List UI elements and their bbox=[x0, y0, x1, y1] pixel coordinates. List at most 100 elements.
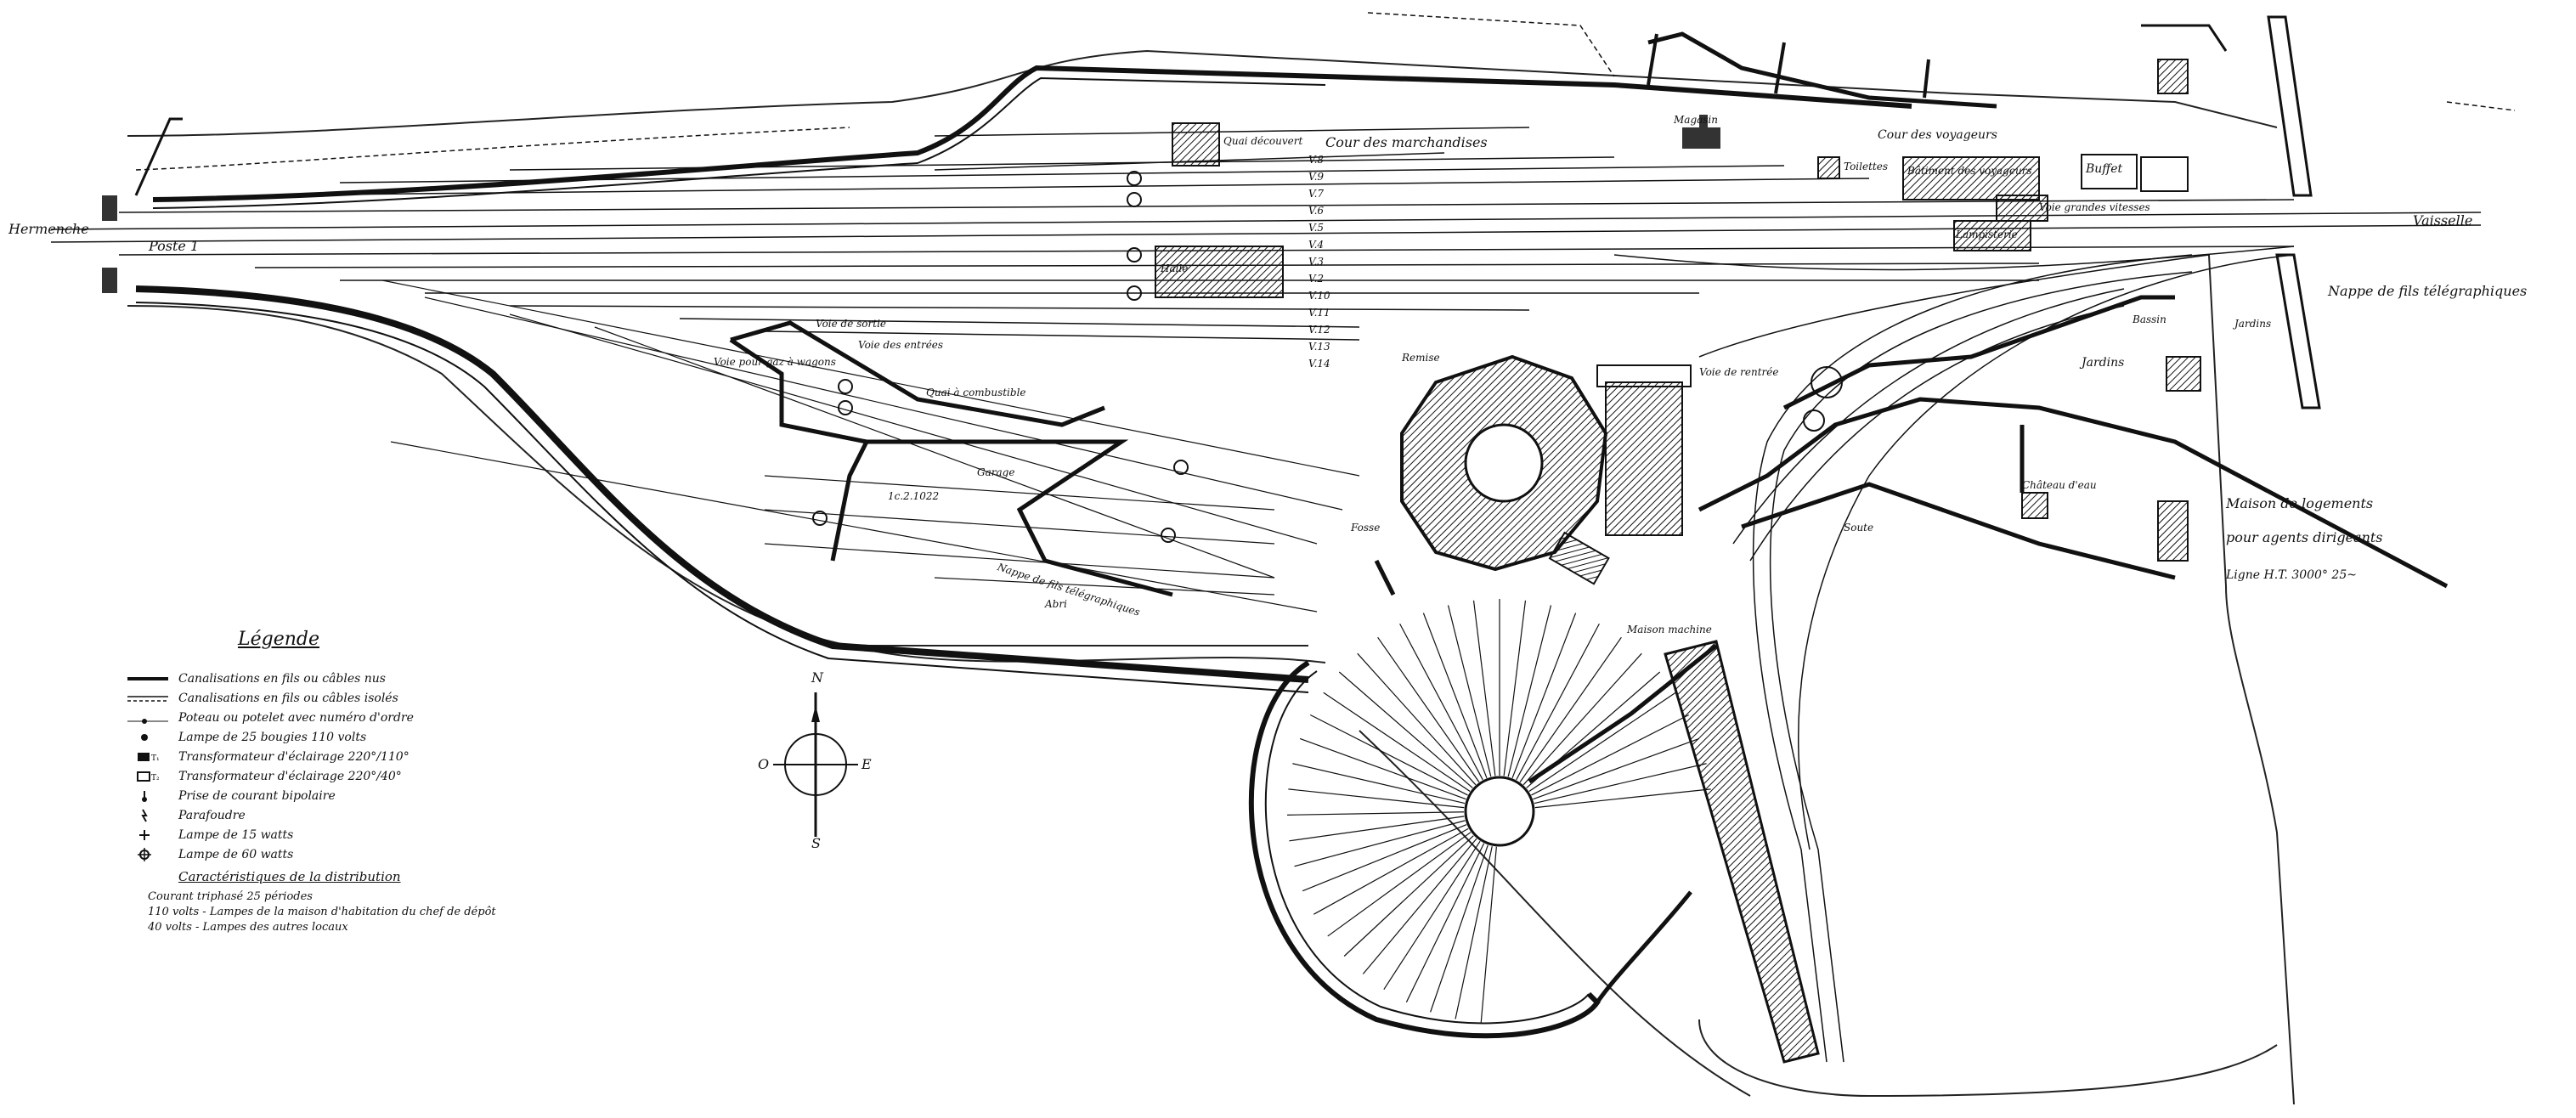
turntable-spoke bbox=[1507, 605, 1552, 777]
legend-row: Lampe de 60 watts bbox=[127, 844, 535, 864]
turntable-spoke bbox=[1338, 671, 1473, 788]
track-v7: V.7 bbox=[1308, 188, 1325, 200]
turntable-spoke bbox=[1531, 714, 1690, 796]
compass-south: S bbox=[811, 835, 821, 851]
goods-yard-label: Cour des marchandises bbox=[1325, 134, 1488, 150]
track-v6: V.6 bbox=[1308, 205, 1325, 217]
legend-text: Canalisations en fils ou câbles nus bbox=[178, 671, 386, 686]
legend-title: Légende bbox=[238, 629, 320, 650]
turntable-spoke bbox=[1357, 652, 1477, 786]
distribution-title: Caractéristiques de la distribution bbox=[178, 869, 401, 884]
upper-embankment bbox=[152, 65, 1912, 209]
quai-combustible-label: Quai à combustible bbox=[926, 387, 1026, 398]
sortie-label: Voie de sortie bbox=[816, 318, 887, 330]
turntable-spoke bbox=[1522, 652, 1642, 786]
lamp-25-icon bbox=[127, 729, 168, 746]
track-v5: V.5 bbox=[1308, 222, 1325, 234]
remise-label: Remise bbox=[1402, 352, 1440, 364]
turntable-spoke bbox=[1447, 605, 1492, 777]
legend-row: T₁ Transformateur d'éclairage 220°/110° bbox=[127, 747, 535, 766]
compass-north: N bbox=[811, 669, 823, 686]
legend-text: Poteau ou potelet avec numéro d'ordre bbox=[178, 710, 414, 725]
legend-row: Poteau ou potelet avec numéro d'ordre bbox=[127, 708, 535, 727]
fosse-label: Fosse bbox=[1351, 522, 1381, 534]
legend-row: Canalisations en fils ou câbles isolés bbox=[127, 688, 535, 708]
engine-roundhouse bbox=[1400, 354, 1692, 585]
turntable-spoke bbox=[1327, 832, 1472, 937]
distribution-note: 40 volts - Lampes des autres locaux bbox=[148, 921, 348, 934]
legend-text: Prise de courant bipolaire bbox=[178, 788, 336, 803]
legend-text: Lampe de 60 watts bbox=[178, 847, 294, 861]
turntable-spoke bbox=[1309, 714, 1468, 796]
turntable-spoke bbox=[1362, 838, 1477, 974]
poste-1: Poste 1 bbox=[149, 238, 200, 254]
svg-text:T₁: T₁ bbox=[151, 754, 160, 763]
legend: Légende Canalisations en fils ou câbles … bbox=[127, 629, 535, 935]
turntable-spoke bbox=[1472, 600, 1496, 776]
bare-cable-symbol bbox=[127, 670, 168, 687]
passenger-yard-label: Cour des voyageurs bbox=[1878, 128, 1997, 142]
power-lines bbox=[729, 31, 2449, 784]
lightning-arrester-icon bbox=[127, 807, 168, 824]
poles bbox=[812, 171, 1843, 543]
bassin-label: Bassin bbox=[2133, 313, 2166, 325]
turntable-lower bbox=[1248, 599, 1711, 1039]
track-v11: V.11 bbox=[1308, 307, 1330, 319]
garage-label: Garage bbox=[977, 466, 1015, 478]
right-curves bbox=[1613, 246, 2295, 1063]
compass-west: O bbox=[758, 756, 770, 772]
chateau-label: Château d'eau bbox=[2022, 479, 2097, 491]
turntable-spoke bbox=[1292, 763, 1466, 805]
turntable-spoke bbox=[1422, 613, 1488, 779]
legend-text: Transformateur d'éclairage 220°/110° bbox=[178, 749, 410, 764]
right-abutment bbox=[2141, 15, 2321, 409]
svg-text:T₂: T₂ bbox=[151, 774, 160, 782]
quai-label: Quai découvert bbox=[1223, 135, 1303, 147]
track-v9: V.9 bbox=[1308, 171, 1325, 183]
turntable-spoke bbox=[1533, 737, 1700, 800]
housing-label-2: pour agents dirigeants bbox=[2226, 529, 2383, 545]
track-v3: V.3 bbox=[1308, 256, 1325, 268]
turntable-spoke bbox=[1455, 845, 1493, 1019]
halle-label: Halle bbox=[1161, 263, 1189, 274]
legend-row: Lampe de 25 bougies 110 volts bbox=[127, 727, 535, 747]
legend-text: Parafoudre bbox=[178, 808, 246, 822]
voie-gaz-label: Voie pour gaz à wagons bbox=[714, 356, 836, 368]
legend-text: Transformateur d'éclairage 220°/40° bbox=[178, 769, 402, 783]
place-right-town: Vaisselle bbox=[2413, 212, 2473, 229]
turntable-spoke bbox=[1289, 816, 1465, 842]
pole-symbol bbox=[127, 709, 168, 726]
maison-machines-label: Maison machine bbox=[1627, 624, 1712, 635]
jardins-label: Jardins bbox=[2082, 356, 2125, 370]
legend-text: Lampe de 15 watts bbox=[178, 827, 294, 842]
turntable-spoke bbox=[1343, 835, 1474, 957]
turntable-spoke bbox=[1528, 692, 1676, 793]
transformer-110-icon: T₁ bbox=[127, 748, 168, 765]
distribution-note: 110 volts - Lampes de la maison d'habita… bbox=[148, 906, 496, 918]
magasin-label: Magasin bbox=[1674, 114, 1719, 126]
soute-label: Soute bbox=[1844, 522, 1874, 534]
lower-embankment bbox=[135, 285, 1309, 693]
sidings bbox=[381, 280, 1360, 613]
turntable-spoke bbox=[1287, 811, 1465, 816]
socket-icon bbox=[127, 788, 168, 805]
turntable-spoke bbox=[1534, 788, 1711, 809]
turntable-spoke bbox=[1299, 737, 1466, 800]
toilettes-label: Toilettes bbox=[1844, 161, 1888, 172]
compass-east: E bbox=[861, 756, 872, 772]
track-v13: V.13 bbox=[1308, 341, 1330, 353]
track-v10: V.10 bbox=[1308, 290, 1330, 302]
legend-row: T₂ Transformateur d'éclairage 220°/40° bbox=[127, 766, 535, 786]
turntable-spoke bbox=[1377, 636, 1480, 782]
turntable-spoke bbox=[1430, 844, 1489, 1013]
turntable-spoke bbox=[1534, 763, 1707, 805]
lamp-60w-icon bbox=[127, 846, 168, 863]
turntable-spoke bbox=[1313, 827, 1469, 915]
telegraph-label: Nappe de fils télégraphiques bbox=[2328, 283, 2528, 299]
dashed-cables bbox=[135, 12, 2516, 171]
voie-rentree-label: Voie de rentrée bbox=[1699, 366, 1779, 378]
legend-text: Lampe de 25 bougies 110 volts bbox=[178, 730, 367, 744]
passenger-building-label: Bâtiment des voyageurs bbox=[1907, 165, 2032, 177]
legend-row: Parafoudre bbox=[127, 805, 535, 825]
